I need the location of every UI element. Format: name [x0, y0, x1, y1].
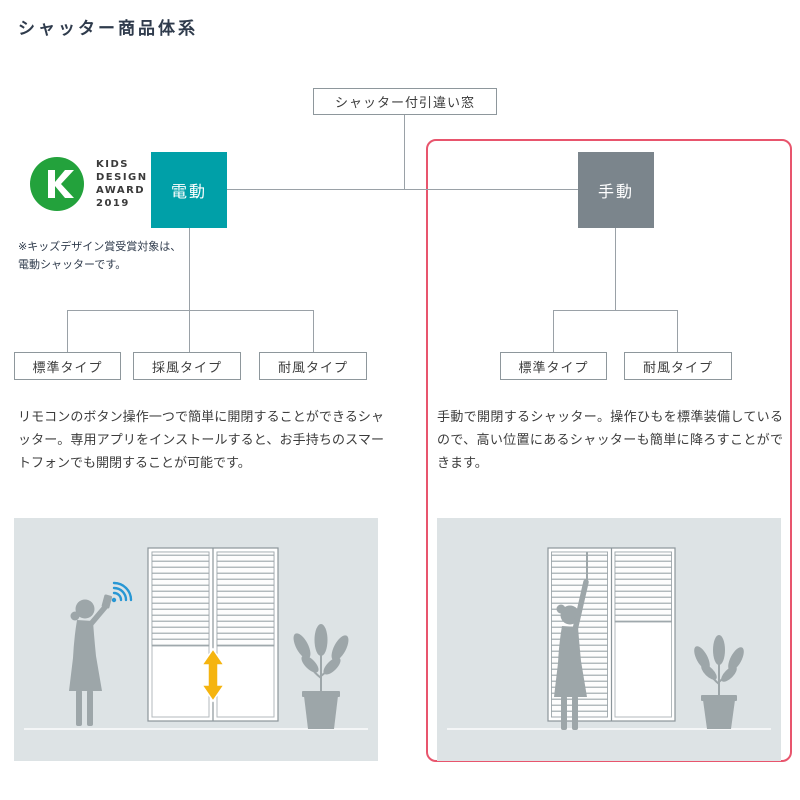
node-manual-windproof: 耐風タイプ — [624, 352, 732, 380]
connector-line — [189, 189, 616, 190]
connector-line — [189, 310, 190, 352]
connector-line — [189, 228, 190, 310]
manual-highlight-frame — [426, 139, 792, 762]
shutter-illustration — [147, 547, 279, 722]
person-pulling-cord-silhouette — [554, 579, 589, 730]
up-down-arrow-icon — [200, 647, 226, 703]
node-root-window: シャッター付引違い窓 — [313, 88, 497, 115]
node-electric-standard: 標準タイプ — [14, 352, 121, 380]
remote-control-icon — [101, 594, 113, 609]
award-k-icon — [30, 157, 84, 211]
node-electric-ventilation: 採風タイプ — [133, 352, 241, 380]
node-manual: 手動 — [578, 152, 654, 228]
electric-illustration-svg — [24, 547, 368, 730]
electric-illustration — [14, 518, 378, 761]
manual-illustration — [437, 518, 781, 761]
connector-line — [553, 310, 554, 352]
award-text: KIDS DESIGN AWARD 2019 — [96, 159, 148, 209]
node-electric-windproof: 耐風タイプ — [259, 352, 367, 380]
kids-design-award-logo: KIDS DESIGN AWARD 2019 — [28, 155, 148, 213]
electric-description: リモコンのボタン操作一つで簡単に開閉することができるシャッター。専用アプリをイン… — [18, 410, 384, 471]
manual-description: 手動で開閉するシャッター。操作ひもを標準装備しているので、高い位置にあるシャッタ… — [437, 410, 783, 471]
plant-silhouette — [694, 635, 744, 729]
connector-line — [553, 310, 678, 311]
manual-illustration-svg — [447, 547, 771, 730]
connector-line — [313, 310, 314, 352]
plant-silhouette — [293, 624, 349, 729]
page-title: シャッター商品体系 — [18, 19, 198, 39]
node-electric: 電動 — [151, 152, 227, 228]
connector-line — [677, 310, 678, 352]
node-manual-standard: 標準タイプ — [500, 352, 607, 380]
award-note: ※キッズデザイン賞受賞対象は、 電動シャッターです。 — [18, 240, 182, 272]
connector-line — [404, 115, 405, 190]
person-with-remote-silhouette — [69, 594, 113, 726]
connector-line — [67, 310, 68, 352]
wifi-signal-icon — [111, 581, 133, 603]
connector-line — [67, 310, 314, 311]
connector-line — [615, 228, 616, 310]
